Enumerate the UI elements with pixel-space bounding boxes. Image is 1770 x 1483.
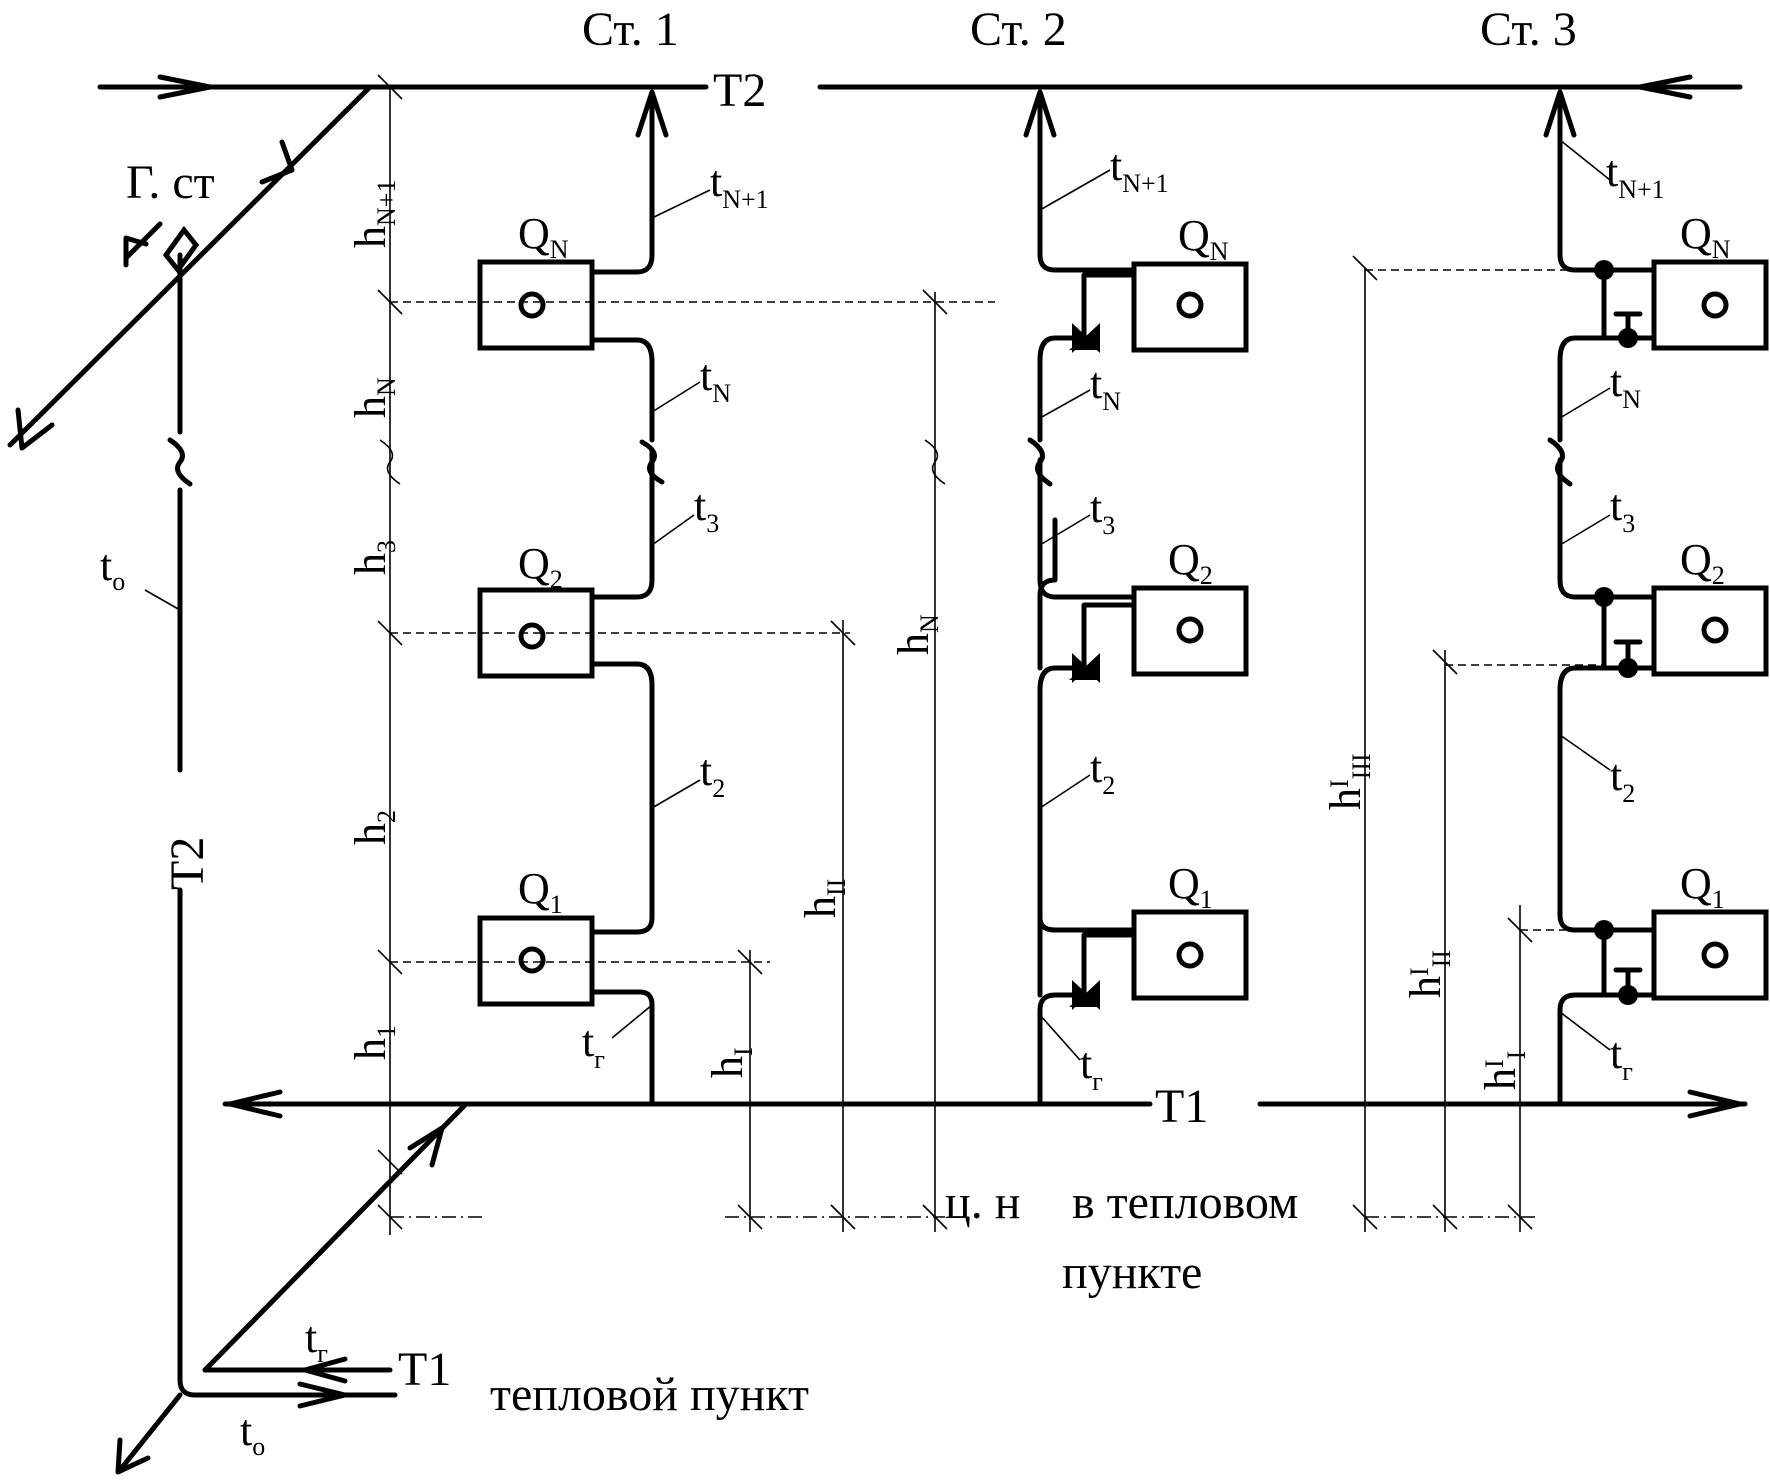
riser-3: Ст. 3: [1480, 3, 1769, 1107]
break-mark-icon: [1027, 437, 1053, 487]
arrow-icon: [302, 1356, 348, 1384]
q1-label-riser-2: Q1: [1168, 859, 1213, 914]
qn-label-riser-3: QN: [1680, 209, 1731, 264]
t-g-label-riser-2: tг: [1080, 1039, 1103, 1096]
break-mark-icon: [924, 439, 946, 485]
arrow-icon: [227, 1089, 283, 1119]
t-3-label-riser-3: t3: [1610, 481, 1635, 538]
qn-label-riser-2: QN: [1178, 211, 1229, 266]
t-2-label-riser-3: t2: [1610, 751, 1635, 808]
t-n-label-riser-1: tN: [700, 351, 731, 408]
t-n-label-riser-2: tN: [1090, 359, 1121, 416]
riser-1-dimensions: hN+1 hN h3 h2 h1 hI hII hN: [346, 74, 995, 1235]
center-line: ц. н в тепловом пункте: [725, 1176, 1535, 1299]
heater-icon: [477, 259, 595, 351]
h-n1-label: hN+1: [346, 180, 401, 248]
shutoff-valve-icon: [1594, 920, 1643, 1005]
heater-icon: [1131, 909, 1249, 1001]
shutoff-valve-icon: [1594, 260, 1643, 348]
arrow-icon: [407, 1125, 445, 1168]
t-2-label-riser-1: t2: [700, 746, 725, 803]
three-way-valve-icon: [1069, 653, 1100, 683]
break-mark-icon: [167, 437, 193, 487]
riser-2: Ст. 2: [970, 3, 1249, 1107]
t-g-label-riser-3: tг: [1610, 1029, 1633, 1086]
heater-icon: [1651, 909, 1769, 1001]
riser-1-title: Ст. 1: [582, 3, 679, 56]
t-o-label-heatpoint: to: [240, 1406, 265, 1461]
h-I-label: hI: [703, 1047, 758, 1078]
h-prime-III-label: hIIII: [1321, 753, 1376, 810]
t-2-label-riser-2: t2: [1090, 743, 1115, 800]
t-g-label-heatpoint: tг: [305, 1313, 328, 1368]
supply-main-label: Т1: [1155, 1080, 1208, 1133]
h-prime-I-label: hII: [1476, 1051, 1531, 1090]
t-3-label-riser-1: t3: [694, 481, 719, 538]
arrow-icon: [15, 407, 55, 451]
break-mark-icon: [379, 439, 401, 485]
heater-icon: [1651, 585, 1769, 677]
arrow-icon: [1023, 89, 1057, 138]
h-prime-II-label: hIII: [1401, 950, 1456, 998]
break-mark-icon: [639, 439, 665, 485]
heat-point: Т1 tг to тепловой пункт: [115, 1102, 809, 1475]
main-riser-top-diagonal: [7, 84, 373, 451]
supply-label-heatpoint: Т1: [398, 1343, 451, 1396]
h-2-label: h2: [346, 810, 401, 845]
arrow-icon: [1543, 89, 1577, 138]
riser-3-title: Ст. 3: [1480, 3, 1577, 56]
q2-label-riser-2: Q2: [1168, 535, 1213, 590]
heater-icon: [477, 915, 595, 1007]
arrow-icon: [1687, 1089, 1743, 1119]
heater-icon: [1651, 259, 1769, 351]
shutoff-valve-icon: [1594, 587, 1643, 678]
heat-point-label: тепловой пункт: [490, 1368, 809, 1421]
return-riser-label: Т2: [161, 837, 214, 890]
arrow-icon: [259, 139, 295, 185]
center-line-label: ц. н: [945, 1176, 1020, 1229]
arrow-icon: [115, 1437, 151, 1475]
return-main-top: Т2: [97, 64, 1743, 117]
main-return-riser: Т2 to: [100, 252, 398, 1409]
center-line-label-rest: в тепловом: [1072, 1176, 1298, 1229]
t-3-label-riser-2: t3: [1090, 483, 1115, 540]
q1-label-riser-1: Q1: [518, 864, 563, 919]
q1-label-riser-3: Q1: [1680, 859, 1725, 914]
arrow-icon: [635, 89, 669, 138]
t-g-label-riser-1: tг: [582, 1017, 605, 1074]
t-n-label-riser-3: tN: [1610, 357, 1641, 414]
h-n-label: hN: [346, 377, 401, 418]
q2-label-riser-3: Q2: [1680, 535, 1725, 590]
h-II-label: hII: [796, 879, 851, 918]
main-riser-label: Г. ст: [126, 156, 215, 209]
three-way-valve-icon: [1069, 980, 1100, 1010]
center-line-label-rest2: пункте: [1062, 1246, 1202, 1299]
riser-2-title: Ст. 2: [970, 3, 1067, 56]
arrow-icon: [1637, 74, 1693, 100]
qn-label-riser-1: QN: [518, 209, 569, 264]
heater-icon: [1131, 585, 1249, 677]
riser-3-dimensions: hIIII hIII hII: [1321, 255, 1604, 1232]
arrow-icon: [157, 74, 213, 100]
q2-label-riser-1: Q2: [518, 539, 563, 594]
arrow-icon: [297, 1381, 348, 1409]
t-n1-label-riser-1: tN+1: [710, 157, 769, 214]
t-n1-label-riser-3: tN+1: [1606, 147, 1665, 204]
return-main-label: Т2: [713, 64, 766, 117]
break-mark-icon: [1547, 437, 1573, 487]
main-riser-valve: Г. ст: [123, 156, 215, 275]
h-1-label: h1: [346, 1025, 401, 1060]
t-o-label-left: to: [100, 541, 125, 596]
supply-main-bottom: Т1: [222, 1080, 1748, 1133]
t-n1-label-riser-2: tN+1: [1110, 141, 1169, 198]
h-N-total-label: hN: [889, 614, 944, 655]
h-3-label: h3: [346, 540, 401, 575]
riser-1: Ст. 1 Q1 Q2 QN tN+1 tN t3 t2 tг: [477, 3, 769, 1107]
three-way-valve-icon: [1069, 323, 1100, 353]
heater-icon: [1131, 261, 1249, 353]
